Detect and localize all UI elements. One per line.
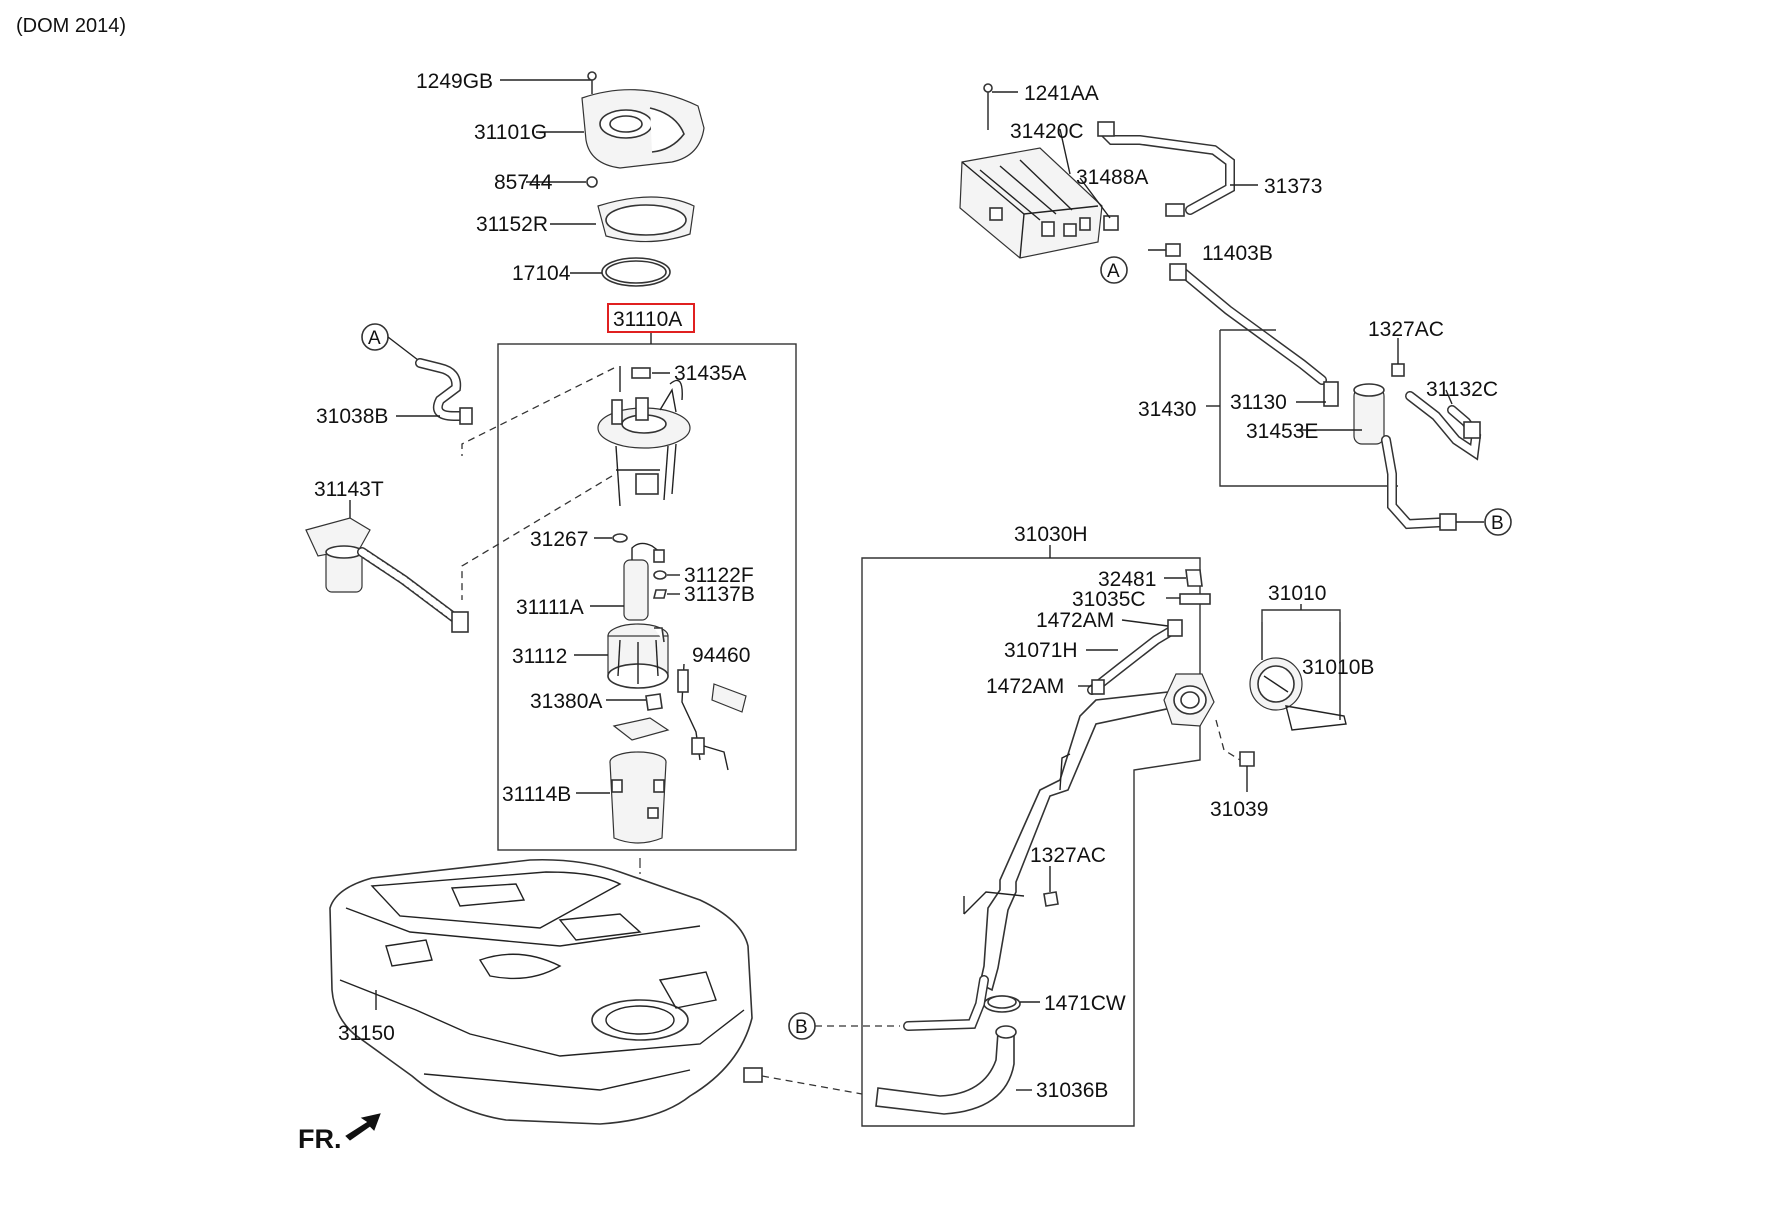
label-31150: 31150 [338,1022,395,1045]
diagram-header: (DOM 2014) [16,15,126,37]
label-85744: 85744 [494,171,553,194]
tube-31038B: A [361,323,473,425]
label-31130: 31130 [1230,391,1287,414]
label-1327AC-top: 1327AC [1368,318,1444,341]
label-31035C: 31035C [1072,588,1146,611]
pump-internals [574,366,747,844]
label-31373: 31373 [1264,175,1322,198]
label-31488A: 31488A [1076,166,1148,189]
label-31143T: 31143T [314,478,384,501]
label-31152R: 31152R [476,213,548,236]
label-31110A[interactable]: 31110A [613,308,682,331]
label-31122F: 31122F [684,564,754,587]
assembly-box-31030H [861,557,1201,1127]
front-direction-label: FR. [298,1124,342,1154]
filter-31130: B [1296,338,1512,536]
label-94460: 94460 [692,644,750,667]
hose-31132C [1405,389,1482,461]
svg-text:B: B [795,1017,808,1038]
pump-assembly-box [497,343,797,851]
filler-neck-parts: B [788,569,1215,1115]
marker-B-right [1484,508,1512,536]
label-31267: 31267 [530,528,588,551]
label-11403B: 11403B [1202,242,1273,265]
label-31111A: 31111A [516,596,584,619]
label-31430: 31430 [1138,398,1196,421]
label-31039: 31039 [1210,798,1268,821]
label-31010: 31010 [1268,582,1326,605]
label-31071H: 31071H [1004,639,1078,662]
fuel-cap-31010 [1215,604,1347,792]
label-32481: 32481 [1098,568,1156,591]
marker-A-right [1100,256,1128,284]
label-31101G: 31101G [474,121,547,144]
label-31132C: 31132C [1426,378,1498,401]
pump-cover-group [500,71,705,287]
svg-text:A: A [368,328,381,349]
label-31435A: 31435A [674,362,746,385]
label-1241AA: 1241AA [1024,82,1099,105]
label-31112: 31112 [512,645,567,668]
label-31038B: 31038B [316,405,388,428]
fuel-tank-31150 [329,858,763,1125]
svg-text:A: A [1107,261,1120,282]
label-31137B: 31137B [684,583,755,606]
label-1249GB: 1249GB [416,70,493,93]
label-1472AM-b: 1472AM [986,675,1064,698]
assembly-box-31430 [1219,329,1398,487]
label-31380A: 31380A [530,690,602,713]
svg-text:B: B [1491,513,1504,534]
highlight-box-31110A [607,303,695,333]
label-1471CW: 1471CW [1044,992,1126,1015]
front-arrow-icon [345,1113,381,1141]
label-31114B: 31114B [502,783,571,806]
canister-31420C: A [959,83,1327,385]
label-31453E: 31453E [1246,420,1318,443]
label-31030H: 31030H [1014,523,1088,546]
label-31036B: 31036B [1036,1079,1108,1102]
label-1327AC-bot: 1327AC [1030,844,1106,867]
label-1472AM-a: 1472AM [1036,609,1114,632]
label-17104: 17104 [512,262,571,285]
label-31010B: 31010B [1302,656,1374,679]
label-31420C: 31420C [1010,120,1084,143]
tube-31143T [305,500,469,633]
